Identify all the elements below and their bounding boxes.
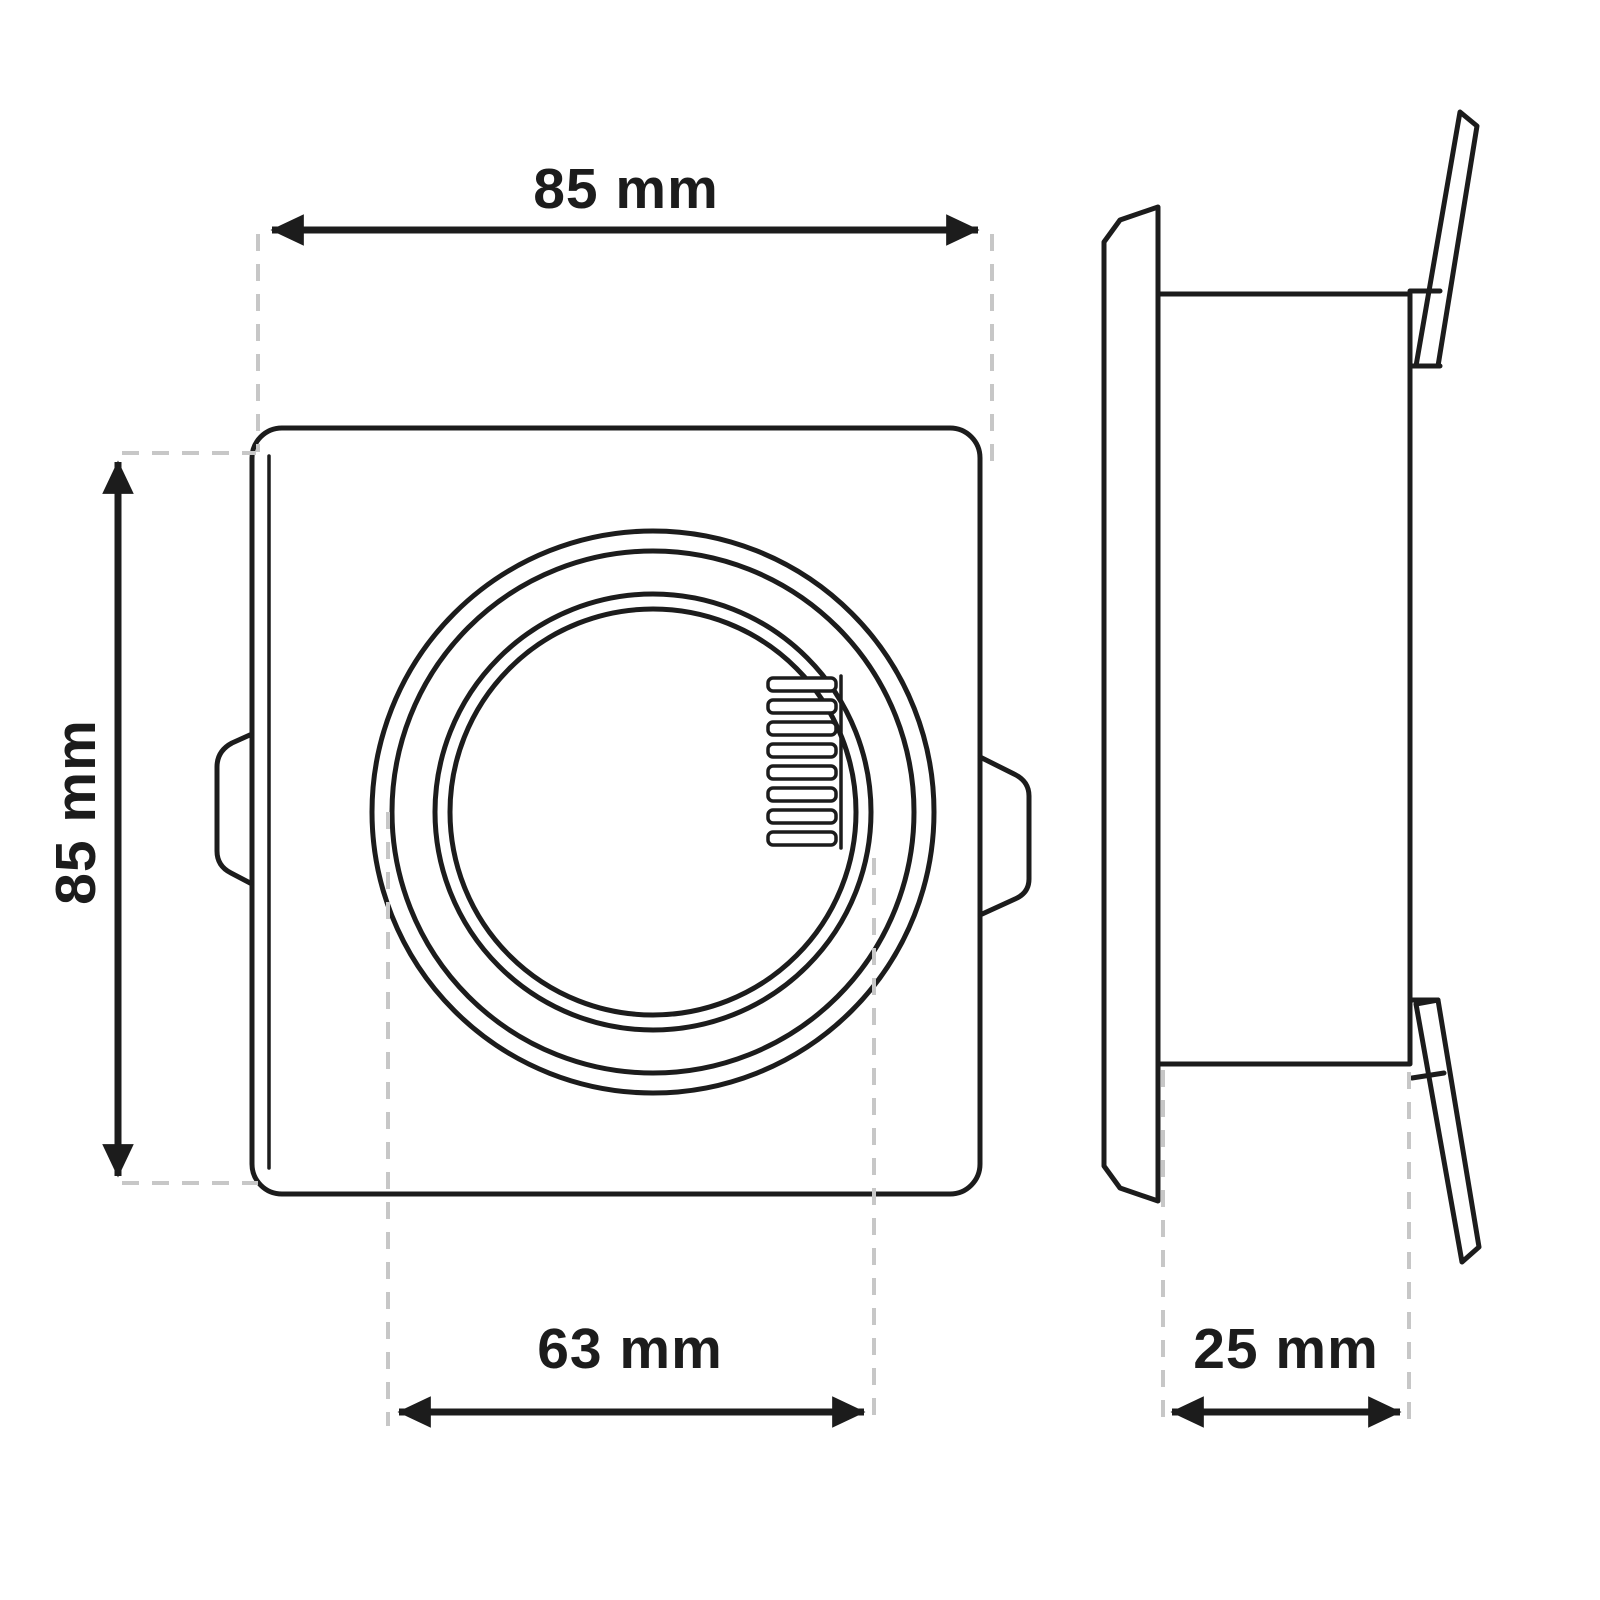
bottom-spring-clip bbox=[1409, 997, 1482, 1265]
depth-dimension-label: 25 mm bbox=[1193, 1317, 1379, 1381]
side-flange bbox=[1101, 204, 1161, 1204]
side-view bbox=[1101, 109, 1482, 1265]
height-dimension-label: 85 mm bbox=[44, 719, 108, 905]
width-dimension: 85 mm bbox=[256, 157, 994, 462]
right-mounting-tab bbox=[977, 754, 1032, 918]
width-dimension-label: 85 mm bbox=[533, 157, 719, 221]
cutout-dimension: 63 mm bbox=[386, 812, 876, 1428]
top-spring-clip bbox=[1407, 109, 1480, 369]
opening-inner-circle bbox=[447, 606, 859, 1018]
left-mounting-tab bbox=[214, 731, 255, 887]
cutout-dimension-label: 63 mm bbox=[537, 1317, 723, 1381]
side-body bbox=[1155, 291, 1413, 1067]
spring-clip-teeth bbox=[766, 674, 843, 850]
depth-dimension: 25 mm bbox=[1161, 1070, 1411, 1428]
front-view bbox=[214, 425, 1032, 1197]
height-dimension: 85 mm bbox=[44, 451, 258, 1185]
